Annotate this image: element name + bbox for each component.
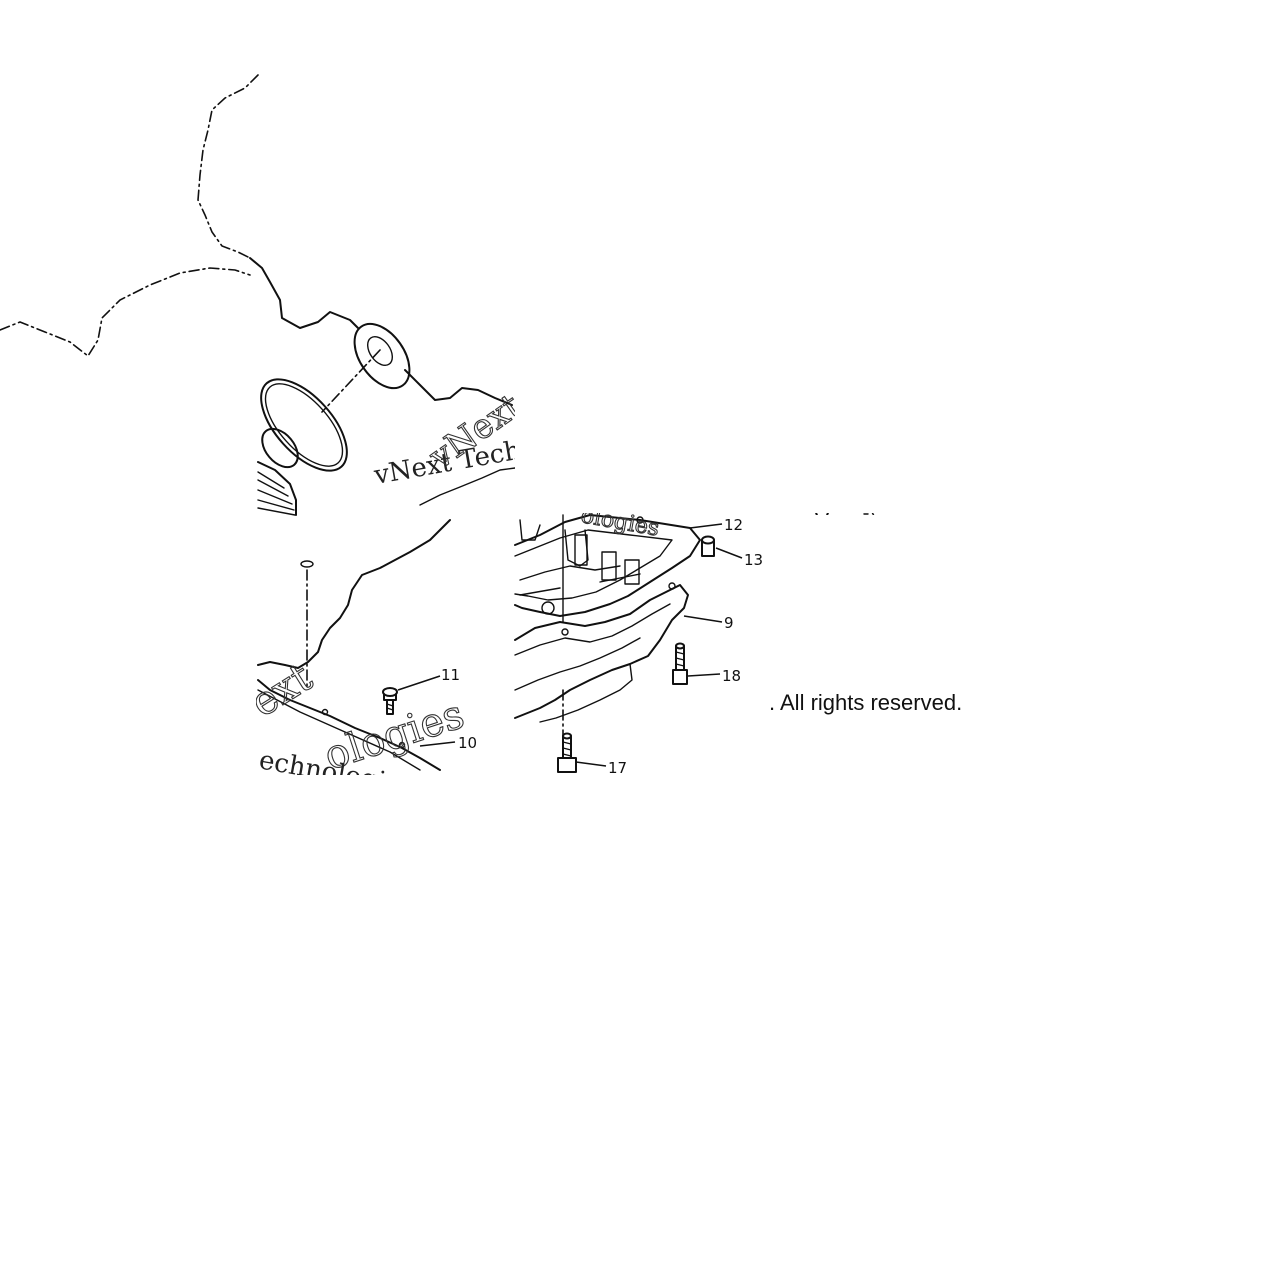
o-ring: [260, 378, 348, 472]
tile-mask-bottom: [256, 775, 1285, 1285]
dowel-13: [701, 535, 743, 559]
bolt-18: [672, 642, 721, 685]
leader-10: [419, 741, 456, 747]
oil-seal: [353, 322, 411, 390]
alignment-line-ring: [321, 349, 381, 413]
tile-mask-left-mid: [0, 360, 256, 515]
bolt-11: [382, 675, 441, 715]
tile-mask-top-right: [515, 75, 1285, 513]
housing-edge: [419, 467, 516, 506]
oil-pan-left-panel: [257, 519, 451, 771]
callout-10: 10: [458, 734, 477, 752]
callout-9: 9: [724, 614, 734, 632]
callout-12: 12: [724, 516, 743, 534]
callout-17: 17: [608, 759, 627, 777]
callout-11: 11: [441, 666, 460, 684]
callout-18: 18: [722, 667, 741, 685]
callout-13: 13: [744, 551, 763, 569]
copyright-text: . All rights reserved.: [769, 690, 963, 715]
tile-mask-left: [0, 515, 256, 1285]
housing-outline: [0, 74, 513, 406]
leader-9: [683, 615, 723, 623]
strainer: [257, 427, 299, 516]
leader-12: [689, 523, 723, 529]
valve-body-panel: [514, 514, 701, 736]
tile-mask-right: [770, 515, 1285, 775]
bolt-17: [557, 732, 607, 773]
